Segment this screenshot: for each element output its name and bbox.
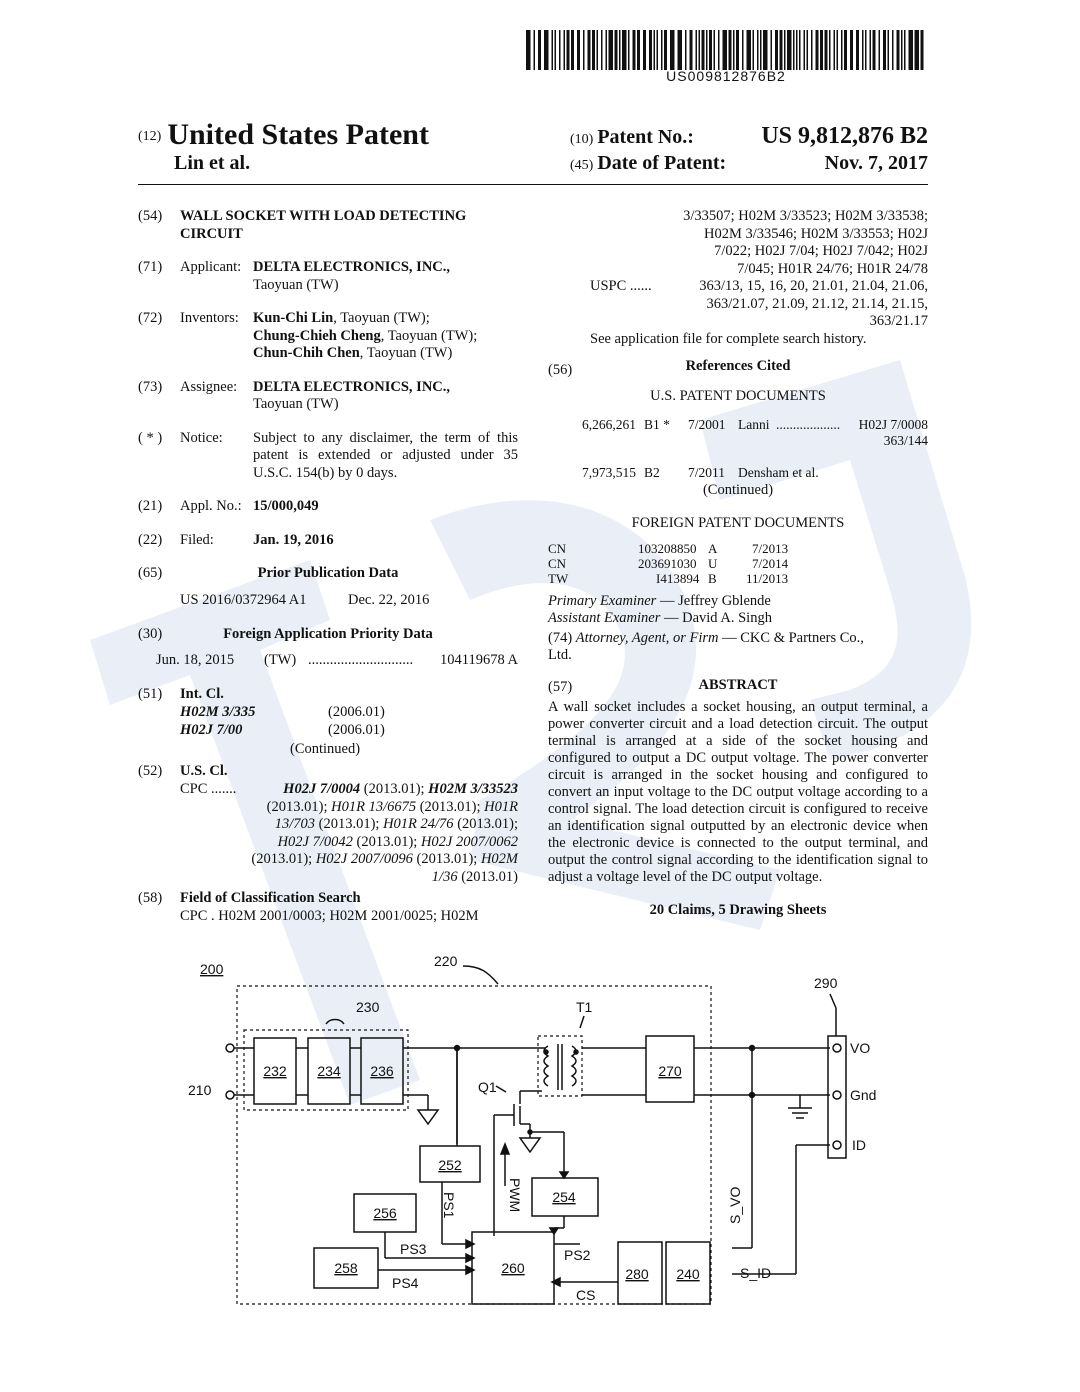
label-232: 232 (263, 1063, 287, 1079)
housing-boundary (236, 985, 712, 1305)
signal-ps1: PS1 (441, 1192, 457, 1219)
us-doc-row: 6,266,261 B1 * 7/2001 Lanni ............… (582, 416, 928, 448)
field-52-us-cl: (52) U.S. Cl. CPC ....... H02J 7/0004 (2… (138, 763, 518, 885)
ref-210: 210 (188, 1082, 212, 1098)
label-254: 254 (552, 1189, 576, 1205)
label-280: 280 (625, 1266, 649, 1282)
label-236: 236 (370, 1063, 394, 1079)
patent-date-row: (45)Date of Patent: Nov. 7, 2017 (570, 152, 928, 174)
abstract-heading: (57) ABSTRACT (548, 676, 778, 695)
signal-ps3: PS3 (400, 1241, 427, 1257)
field-22-filed: (22) Filed: Jan. 19, 2016 (138, 531, 334, 548)
block-270 (645, 1035, 695, 1103)
field-notice: ( * ) Notice: Subject to any disclaimer,… (138, 429, 518, 481)
block-258 (313, 1247, 379, 1289)
label-260: 260 (501, 1260, 525, 1276)
label-252: 252 (438, 1157, 462, 1173)
field-51-int-cl: (51) Int. Cl. H02M 3/335 (2006.01) H02J … (138, 686, 385, 757)
ref-230: 230 (356, 999, 380, 1015)
search-note: See application file for complete search… (590, 330, 867, 347)
circuit-diagram: 200 220 230 210 T1 Q1 232 234 236 270 25… (188, 953, 876, 1305)
field-54-title: (54) WALL SOCKET WITH LOAD DETECTING CIR… (138, 208, 467, 242)
ref-200: 200 (200, 961, 224, 977)
label-234: 234 (317, 1063, 341, 1079)
field-58-search: (58) Field of Classification Search CPC … (138, 890, 479, 924)
block-240 (665, 1241, 711, 1305)
header-divider (138, 184, 928, 185)
terminal-vo: VO (850, 1040, 870, 1056)
signal-s-id: S_ID (740, 1265, 771, 1281)
label-258: 258 (334, 1260, 358, 1276)
ref-220: 220 (434, 953, 458, 969)
foreign-docs-heading: FOREIGN PATENT DOCUMENTS (631, 515, 845, 531)
label-270: 270 (658, 1063, 682, 1079)
ref-290: 290 (814, 975, 838, 991)
field-30-foreign-priority: (30) Foreign Application Priority Data J… (138, 625, 518, 669)
block-280 (617, 1241, 663, 1305)
primary-examiner: Primary Examiner — Jeffrey Gblende (548, 592, 771, 609)
field-73-assignee: (73) Assignee: DELTA ELECTRONICS, INC., … (138, 378, 451, 413)
transformer-t1 (537, 1035, 583, 1097)
cpc-continued: 3/33507; H02M 3/33523; H02M 3/33538; H02… (683, 208, 928, 277)
attorney-cont: Ltd. (548, 647, 572, 663)
signal-ps2: PS2 (564, 1247, 591, 1263)
field-65-prior-pub: (65) Prior Publication Data US 2016/0372… (138, 565, 430, 608)
us-patent-docs-heading: U.S. PATENT DOCUMENTS (650, 388, 826, 404)
terminal-id: ID (852, 1137, 866, 1153)
signal-ps4: PS4 (392, 1275, 419, 1291)
abstract-text: A wall socket includes a socket housing,… (548, 698, 928, 885)
right-column: 3/33507; H02M 3/33523; H02M 3/33538; H02… (548, 208, 928, 919)
uspc: USPC ...... 363/13, 15, 16, 20, 21.01, 2… (590, 278, 928, 329)
claims-summary: 20 Claims, 5 Drawing Sheets (649, 901, 827, 918)
field-21-appl-no: (21) Appl. No.: 15/000,049 (138, 498, 319, 514)
patent-number: US 9,812,876 B2 (761, 123, 928, 149)
patent-date: Nov. 7, 2017 (824, 152, 928, 174)
barcode-number: US009812876B2 (666, 68, 786, 84)
inventors-short: Lin et al. (174, 152, 251, 174)
terminal-gnd: Gnd (850, 1087, 876, 1103)
ref-q1: Q1 (478, 1079, 497, 1095)
field-72-inventors: (72) Inventors: Kun-Chi Lin, Taoyuan (TW… (138, 310, 478, 361)
block-260 (471, 1231, 555, 1305)
label-240: 240 (676, 1266, 700, 1282)
signal-cs: CS (576, 1287, 595, 1303)
block-252 (419, 1145, 481, 1183)
signal-pwm: PWM (507, 1178, 523, 1212)
references-cited-heading: (56) References Cited (548, 358, 791, 378)
foreign-docs-table: CN 103208850 A 7/2013 CN 203691030 U 7/2… (548, 540, 789, 586)
assistant-examiner: Assistant Examiner — David A. Singh (548, 610, 772, 626)
us-docs-continued: (Continued) (702, 481, 774, 498)
attorney: (74) Attorney, Agent, or Firm — CKC & Pa… (548, 629, 864, 646)
block-254 (531, 1177, 599, 1217)
ref-t1: T1 (576, 999, 593, 1015)
field-71-applicant: (71) Applicant: DELTA ELECTRONICS, INC.,… (138, 259, 451, 293)
patent-number-row: (10)Patent No.: US 9,812,876 B2 (570, 123, 928, 149)
connector-290 (827, 1035, 847, 1159)
patent-type-title: (12)United States Patent (138, 118, 429, 151)
left-column: (54) WALL SOCKET WITH LOAD DETECTING CIR… (138, 208, 518, 942)
signal-s-vo: S_VO (727, 1187, 743, 1224)
us-doc-row: 7,973,515 B2 7/2011 Densham et al. (582, 464, 819, 480)
barcode (526, 30, 924, 70)
label-256: 256 (373, 1205, 397, 1221)
